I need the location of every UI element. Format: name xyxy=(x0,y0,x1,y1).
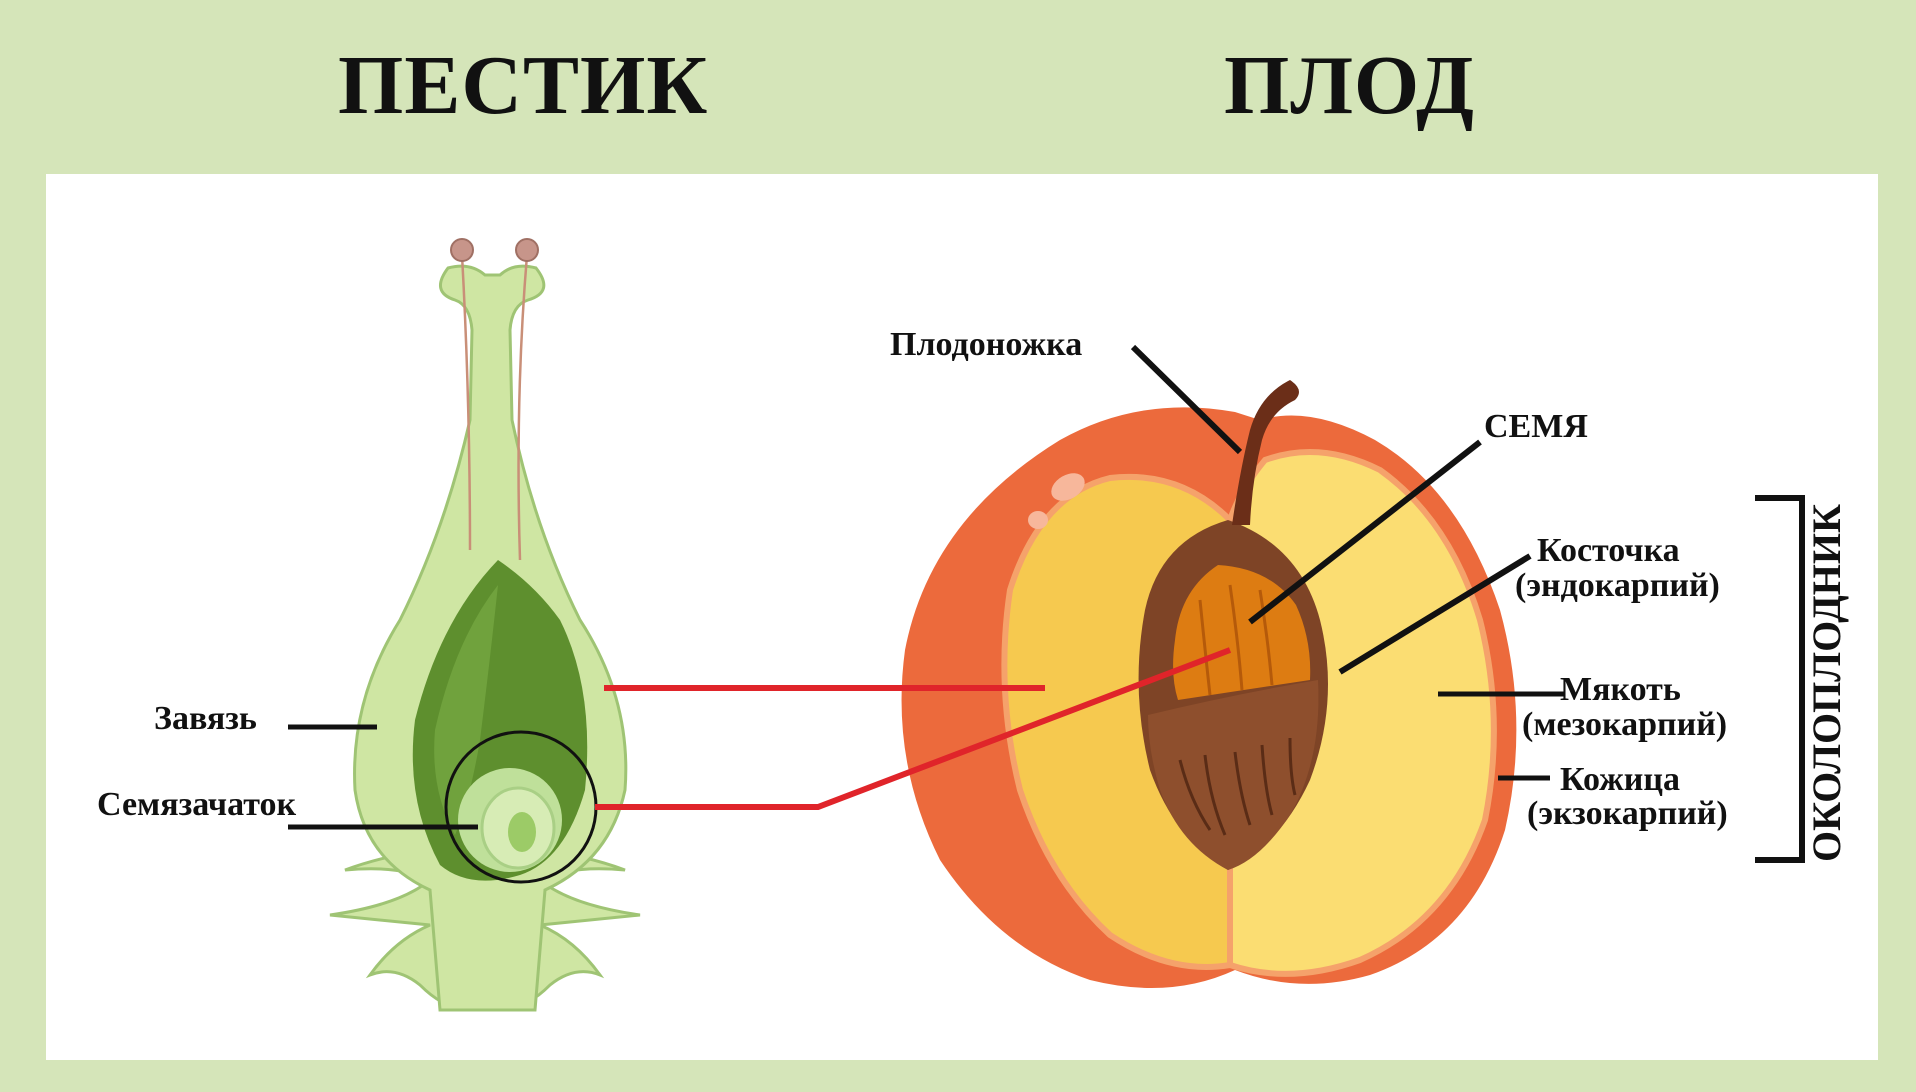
ovule-core xyxy=(508,812,536,852)
label-skin-2: (экзокарпий) xyxy=(1527,795,1728,832)
pistil-illustration xyxy=(330,239,640,1010)
pericarp-bracket xyxy=(1755,498,1802,860)
label-pericarp: ОКОЛОПЛОДНИК xyxy=(1804,504,1849,862)
skin-highlight-2 xyxy=(1028,511,1048,529)
label-ovary: Завязь xyxy=(154,700,257,737)
pollen-grain-right xyxy=(516,239,538,261)
label-ovule: Семязачаток xyxy=(97,786,296,823)
label-stone-2: (эндокарпий) xyxy=(1515,567,1720,604)
label-pulp-2: (мезокарпий) xyxy=(1522,706,1727,743)
pollen-grain-left xyxy=(451,239,473,261)
peach-illustration xyxy=(902,380,1517,988)
label-pulp-1: Мякоть xyxy=(1560,671,1681,708)
label-seed: СЕМЯ xyxy=(1484,408,1588,445)
label-stone-1: Косточка xyxy=(1537,532,1680,569)
label-stalk: Плодоножка xyxy=(890,326,1082,363)
label-skin-1: Кожица xyxy=(1560,761,1680,798)
